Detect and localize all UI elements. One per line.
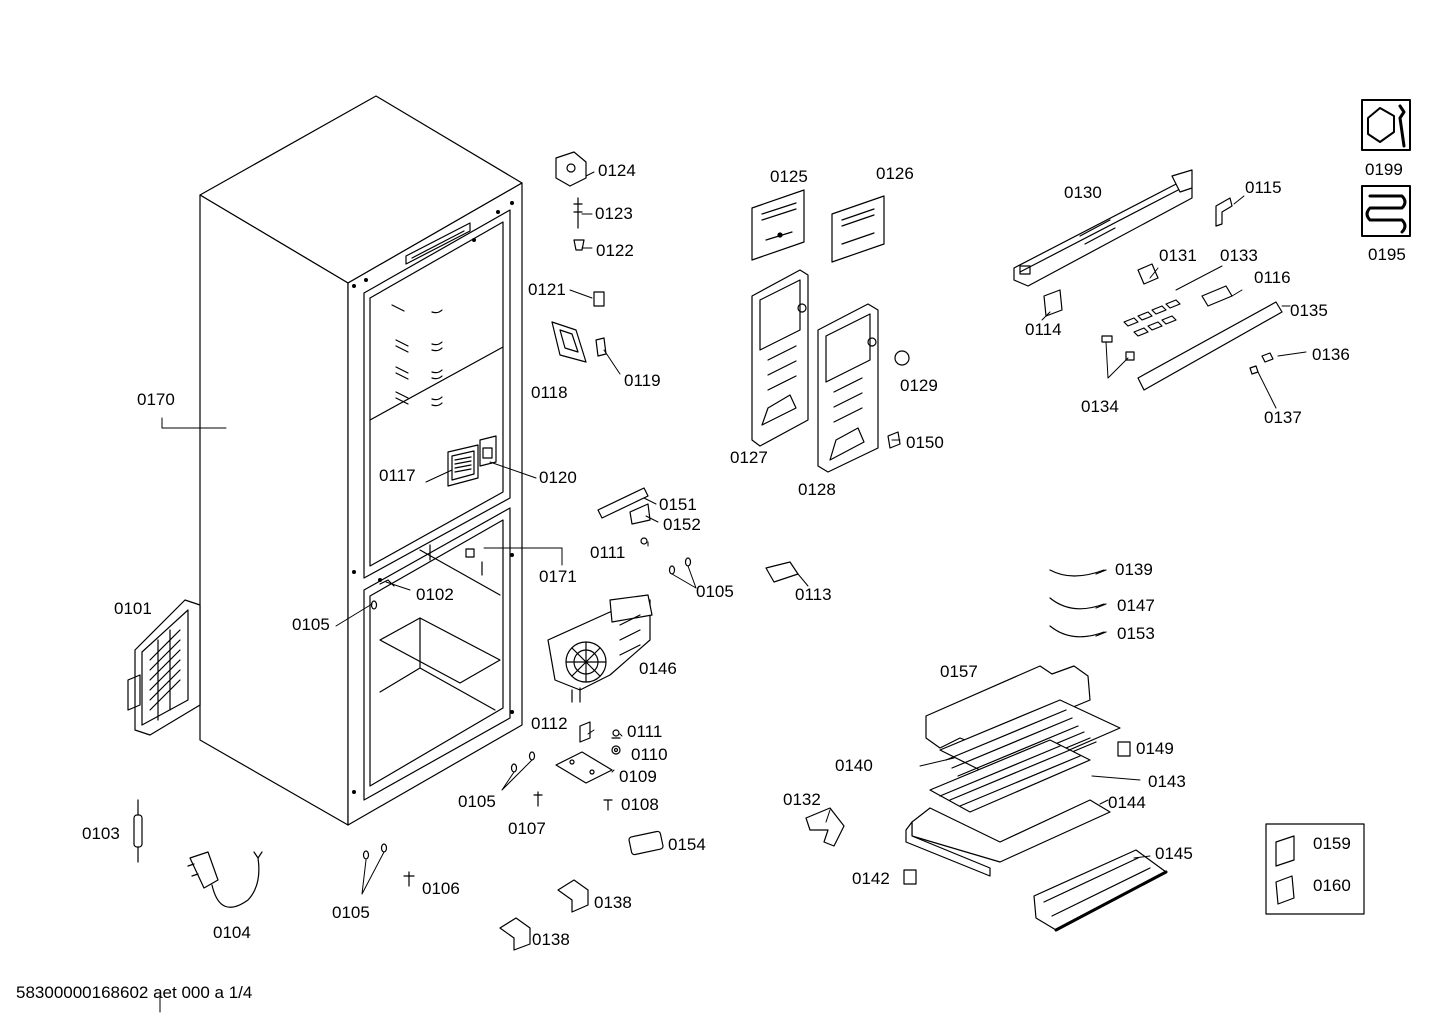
label-0105-c: 0105 — [458, 792, 496, 811]
leader-lines — [159, 171, 1307, 1013]
label-0152: 0152 — [663, 515, 701, 534]
label-0136: 0136 — [1312, 345, 1350, 364]
label-0111-b: 0111 — [590, 543, 626, 562]
label-0110: 0110 — [631, 745, 668, 764]
brackets-0151-0152 — [597, 487, 651, 545]
cabinet-0170 — [199, 95, 523, 826]
label-0113: 0113 — [795, 585, 832, 604]
hinges-0138 — [499, 879, 589, 951]
switch-0113 — [765, 561, 799, 583]
document-id: 58300000168602 aet 000 a 1/4 — [16, 983, 253, 1002]
label-0117: 0117 — [379, 466, 416, 485]
label-0157: 0157 — [940, 662, 978, 681]
heating-coil-icon — [1361, 185, 1411, 237]
label-0129: 0129 — [900, 376, 938, 395]
wires — [1049, 569, 1107, 638]
label-0159: 0159 — [1313, 834, 1351, 853]
gasket-0154 — [628, 830, 664, 856]
air-damper-0117 — [447, 435, 497, 487]
label-0104: 0104 — [213, 923, 251, 942]
parts-box-0159-0160 — [1265, 823, 1365, 915]
label-0154: 0154 — [668, 835, 706, 854]
evaporator-assembly — [805, 665, 1131, 885]
label-0119: 0119 — [624, 371, 661, 390]
label-0199: 0199 — [1365, 160, 1403, 179]
label-0137: 0137 — [1264, 408, 1302, 427]
power-cord-0104 — [187, 851, 263, 908]
label-0116: 0116 — [1254, 268, 1291, 287]
label-0131: 0131 — [1159, 246, 1197, 265]
label-0138-a: 0138 — [594, 893, 632, 912]
label-0139: 0139 — [1115, 560, 1153, 579]
label-0149: 0149 — [1136, 739, 1174, 758]
label-0142: 0142 — [852, 869, 890, 888]
label-0128: 0128 — [798, 480, 836, 499]
control-strip-0130 — [1013, 169, 1283, 391]
label-0126: 0126 — [876, 164, 914, 183]
label-0195: 0195 — [1368, 245, 1406, 264]
label-0147: 0147 — [1117, 596, 1155, 615]
label-0138-b: 0138 — [532, 930, 570, 949]
label-0132: 0132 — [783, 790, 821, 809]
label-0124: 0124 — [598, 161, 636, 180]
label-0114: 0114 — [1025, 320, 1062, 339]
cover-0145 — [1033, 849, 1168, 932]
label-0151: 0151 — [659, 495, 697, 514]
label-0111-a: 0111 — [627, 722, 663, 741]
label-0130: 0130 — [1064, 183, 1102, 202]
label-0109: 0109 — [619, 767, 657, 786]
sensor-0103 — [133, 799, 143, 863]
small-fasteners — [362, 557, 692, 887]
label-0105-b: 0105 — [696, 582, 734, 601]
label-0171: 0171 — [539, 567, 577, 586]
label-0122: 0122 — [596, 241, 634, 260]
control-panels — [751, 189, 910, 473]
label-0121: 0121 — [528, 280, 566, 299]
label-0118: 0118 — [531, 383, 568, 402]
label-0144: 0144 — [1108, 793, 1146, 812]
label-0146: 0146 — [639, 659, 677, 678]
label-0135: 0135 — [1290, 301, 1328, 320]
wrench-nut-icon — [1361, 99, 1411, 151]
label-0108: 0108 — [621, 795, 659, 814]
label-0150: 0150 — [906, 433, 944, 452]
label-0125: 0125 — [770, 167, 808, 186]
label-0107: 0107 — [508, 819, 546, 838]
label-0102: 0102 — [416, 585, 454, 604]
label-0160: 0160 — [1313, 876, 1351, 895]
label-0120: 0120 — [539, 468, 577, 487]
label-0103: 0103 — [82, 824, 120, 843]
label-0101: 0101 — [114, 599, 152, 618]
label-0112: 0112 — [531, 714, 568, 733]
fan-0146 — [547, 594, 653, 703]
label-0170: 0170 — [137, 390, 175, 409]
hinge-parts — [551, 151, 607, 363]
label-0133: 0133 — [1220, 246, 1258, 265]
label-0143: 0143 — [1148, 772, 1186, 791]
label-0134: 0134 — [1081, 397, 1119, 416]
label-0153: 0153 — [1117, 624, 1155, 643]
label-0115: 0115 — [1245, 178, 1282, 197]
door-0101 — [127, 599, 201, 736]
label-0145: 0145 — [1155, 844, 1193, 863]
label-0127: 0127 — [730, 448, 768, 467]
label-0105-d: 0105 — [332, 903, 370, 922]
label-0140: 0140 — [835, 756, 873, 775]
label-0123: 0123 — [595, 204, 633, 223]
label-0106: 0106 — [422, 879, 460, 898]
label-0105-a: 0105 — [292, 615, 330, 634]
